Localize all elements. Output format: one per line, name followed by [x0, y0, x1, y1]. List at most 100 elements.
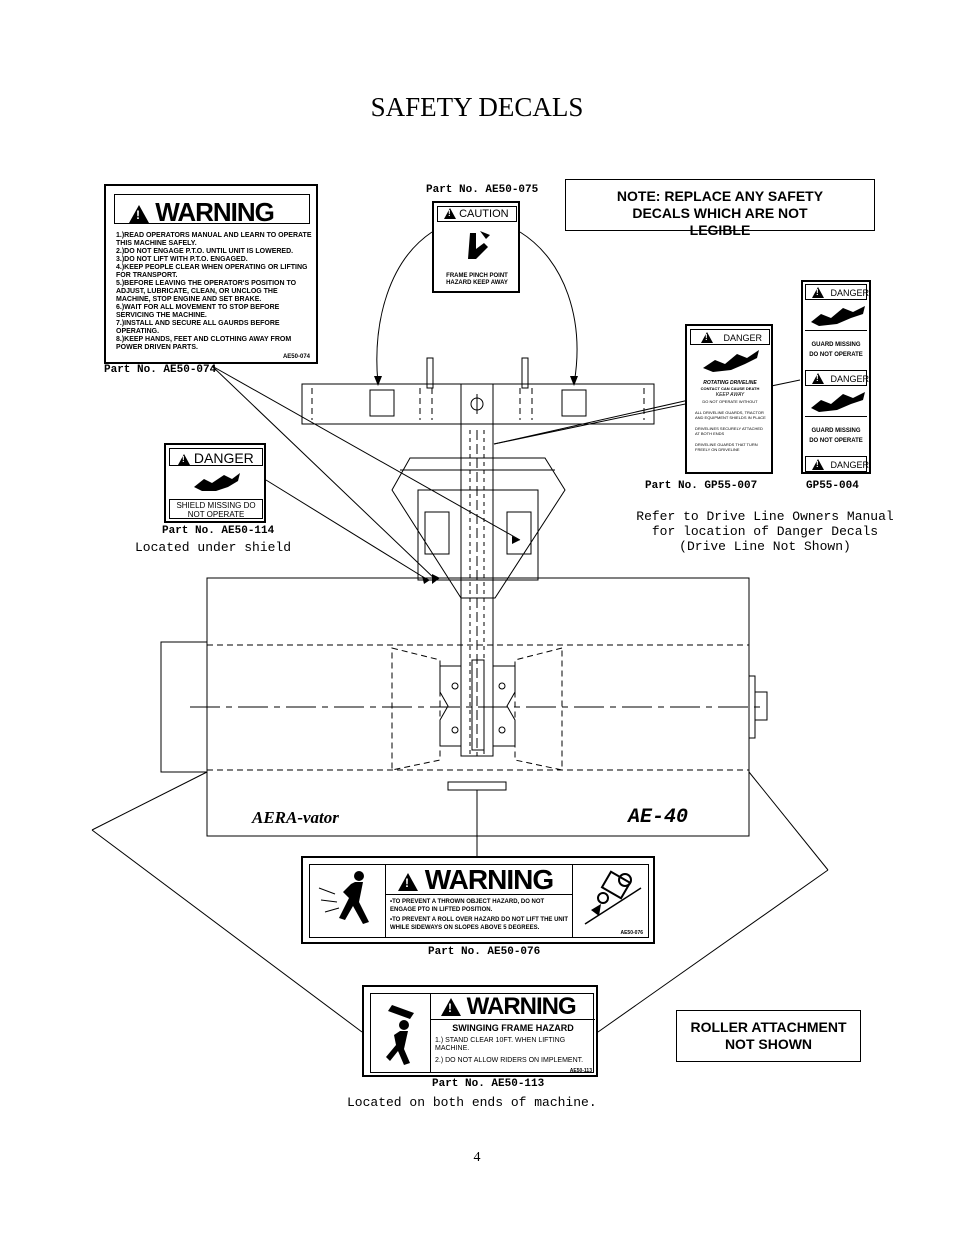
decal-ae50-075-text: FRAME PINCH POINT HAZARD KEEP AWAY [446, 273, 508, 286]
decal-ae50-076-center: WARNING •TO PREVENT A THROWN OBJECT HAZA… [385, 864, 573, 938]
decal-gp55-004-text1-a: GUARD MISSING [811, 342, 861, 348]
decal-ae50-076-line2: •TO PREVENT A ROLL OVER HAZARD DO NOT LI… [390, 917, 569, 931]
decal-item: 3.)DO NOT LIFT WITH P.T.O. ENGAGED. [116, 256, 248, 263]
part-label-ae50-113: Part No. AE50-113 [432, 1078, 545, 1090]
decal-item: 6.)WAIT FOR ALL MOVEMENT TO STOP BEFORE … [116, 304, 280, 319]
entanglement-figure-icon [194, 473, 240, 491]
decal-gp55-004: DANGER GUARD MISSING DO NOT OPERATE DANG… [801, 280, 871, 474]
decal-gp55-007: DANGER ROTATING DRIVELINE CONTACT CAN CA… [685, 324, 773, 474]
decal-gp55-007-line1: CONTACT CAN CAUSE DEATH [700, 386, 760, 391]
decal-ae50-113-center: WARNING SWINGING FRAME HAZARD 1.) STAND … [430, 993, 595, 1073]
decal-ae50-075: CAUTION FRAME PINCH POINT HAZARD KEEP AW… [432, 201, 520, 293]
danger-triangle-icon [812, 287, 824, 298]
decal-ae50-075-header: CAUTION [444, 208, 509, 220]
decal-ae50-113: WARNING SWINGING FRAME HAZARD 1.) STAND … [362, 985, 598, 1077]
decal-ae50-113-item1: 1.) STAND CLEAR 10FT. WHEN LIFTING MACHI… [435, 1037, 566, 1052]
decal-item: 4.)KEEP PEOPLE CLEAR WHEN OPERATING OR L… [116, 264, 308, 279]
note-roller-not-shown: ROLLER ATTACHMENT NOT SHOWN [676, 1010, 861, 1062]
decal-gp55-004-header-box-1: DANGER [805, 284, 869, 300]
machine-brand: AERA-vator [252, 808, 339, 827]
decal-gp55-007-bullets: ALL DRIVELINE GUARDS, TRACTOR AND EQUIPM… [695, 410, 767, 452]
machine-model: AE-40 [628, 806, 689, 829]
part-label-ae50-114: Part No. AE50-114 [162, 525, 275, 537]
decal-gp55-004-header-text: DANGER [830, 374, 870, 384]
decal-ae50-113-header-text: WARNING [466, 993, 577, 1020]
rollover-tractor-icon [584, 870, 642, 925]
decal-divider [431, 1019, 595, 1020]
page-title: SAFETY DECALS [370, 92, 584, 122]
decal-ae50-114: DANGER SHIELD MISSING DO NOT OPERATE [164, 443, 266, 523]
decal-gp55-007-header-text: DANGER [723, 333, 763, 343]
decal-gp55-004-text2-a: DO NOT OPERATE [809, 352, 863, 358]
page-number: 4 [473, 1150, 481, 1165]
decal-item: 2.)DO NOT ENGAGE P.T.O. UNTIL UNIT IS LO… [116, 248, 294, 255]
decal-ae50-114-header: DANGER [178, 450, 254, 466]
location-ae50-114: Located under shield [135, 540, 292, 555]
decal-ae50-076-header-text: WARNING [424, 864, 554, 895]
decal-gp55-004-text2-b: DO NOT OPERATE [809, 438, 863, 444]
decal-ae50-074-header-text: WARNING [155, 197, 275, 227]
note-replace-decals: NOTE: REPLACE ANY SAFETY DECALS WHICH AR… [565, 179, 875, 238]
decal-ae50-076-header: WARNING [398, 864, 554, 896]
decal-item: 5.)BEFORE LEAVING THE OPERATOR'S POSITIO… [116, 280, 297, 303]
decal-ae50-074-header-box: WARNING [114, 194, 310, 227]
part-label-ae50-074: Part No. AE50-074 [104, 364, 217, 376]
driveline-note: Refer to Drive Line Owners Manual for lo… [600, 509, 930, 554]
decal-ae50-114-text: SHIELD MISSING DO NOT OPERATE [176, 501, 256, 519]
location-ae50-113: Located on both ends of machine. [347, 1095, 597, 1110]
warning-triangle-icon [441, 998, 461, 1016]
decal-item: 8.)KEEP HANDS, FEET AND CLOTHING AWAY FR… [116, 336, 292, 351]
decal-gp55-004-header-text: DANGER [830, 288, 870, 298]
danger-triangle-icon [812, 459, 824, 470]
part-label-ae50-076: Part No. AE50-076 [428, 946, 541, 958]
thrown-object-person-icon [318, 871, 369, 924]
decal-ae50-113-header: WARNING [441, 993, 577, 1021]
decal-gp55-004-header-1: DANGER [812, 287, 869, 298]
decal-ae50-113-item2: 2.) DO NOT ALLOW RIDERS ON IMPLEMENT. [435, 1057, 584, 1064]
decal-gp55-007-header-box: DANGER [690, 329, 770, 345]
caution-triangle-icon [444, 208, 456, 219]
part-label-ae50-075: Part No. AE50-075 [426, 184, 539, 196]
danger-triangle-icon [178, 454, 190, 465]
decal-item: 7.)INSTALL AND SECURE ALL GAURDS BEFORE … [116, 320, 280, 335]
decal-gp55-007-line3: DO NOT OPERATE WITHOUT [702, 399, 758, 404]
decal-gp55-004-header-2: DANGER [812, 373, 869, 384]
decal-bullet: ALL DRIVELINE GUARDS, TRACTOR AND EQUIPM… [695, 410, 766, 420]
decal-ae50-114-text-box: SHIELD MISSING DO NOT OPERATE [169, 499, 263, 519]
decal-gp55-004-header-3: DANGER [812, 459, 869, 470]
decal-ae50-114-header-text: DANGER [193, 450, 254, 466]
part-label-gp55-004: GP55-004 [806, 480, 859, 492]
decal-ae50-076-line1: •TO PREVENT A THROWN OBJECT HAZARD, DO N… [390, 899, 545, 913]
decal-ae50-114-header-box: DANGER [169, 448, 263, 466]
decal-ae50-113-subheader: SWINGING FRAME HAZARD [452, 1023, 574, 1033]
swinging-frame-person-icon [386, 1005, 414, 1065]
danger-triangle-icon [812, 373, 824, 384]
decal-ae50-074-header: WARNING [129, 197, 275, 228]
decal-bullet: DRIVELINES SECURELY ATTACHED AT BOTH END… [695, 426, 763, 436]
decal-ae50-074: WARNING 1.)READ OPERATORS MANUAL AND LEA… [104, 184, 318, 364]
decal-bullet: DRIVELINE GUARDS THAT TURN FREELY ON DRI… [695, 442, 758, 452]
decal-code: AE50-113 [569, 1068, 592, 1074]
decal-ae50-076: WARNING •TO PREVENT A THROWN OBJECT HAZA… [301, 856, 655, 944]
pinch-point-icon [468, 231, 490, 259]
decal-ae50-076-frame [309, 864, 649, 938]
driveline-note-line2: for location of Danger Decals [651, 524, 879, 539]
driveline-note-line3: (Drive Line Not Shown) [679, 539, 851, 554]
decal-gp55-004-header-text: DANGER [830, 460, 870, 470]
decal-gp55-004-header-box-2: DANGER [805, 370, 869, 386]
warning-triangle-icon [129, 205, 149, 223]
decal-gp55-004-header-box-3: DANGER [805, 456, 869, 472]
decal-ae50-075-header-box: CAUTION [437, 206, 517, 222]
decal-ae50-074-items: 1.)READ OPERATORS MANUAL AND LEARN TO OP… [116, 232, 312, 352]
decal-gp55-007-header: DANGER [701, 332, 762, 343]
guard-entanglement-icon [811, 306, 865, 326]
driveline-entanglement-icon [703, 350, 759, 372]
driveline-note-line1: Refer to Drive Line Owners Manual [636, 509, 894, 524]
decal-item: 1.)READ OPERATORS MANUAL AND LEARN TO OP… [116, 232, 312, 247]
decal-ae50-075-header-text: CAUTION [459, 208, 509, 220]
decal-divider [386, 894, 572, 895]
decal-code: AE50-076 [620, 930, 643, 936]
decal-divider [805, 330, 867, 331]
